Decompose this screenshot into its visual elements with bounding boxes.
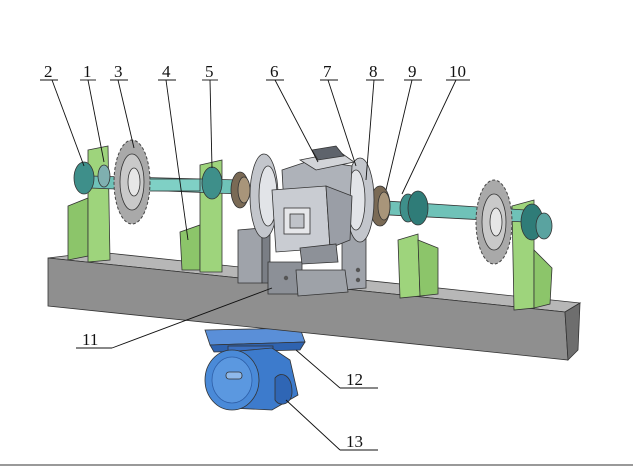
gearbox: [271, 145, 355, 265]
callout-13: 13: [346, 432, 363, 451]
gearbox-support-frame: [237, 227, 367, 297]
leader-lines: [40, 79, 470, 451]
callout-4: 4: [162, 62, 171, 81]
callout-11: 11: [82, 330, 98, 349]
drive-motor: [204, 327, 306, 411]
coupling-flanges: [249, 153, 375, 243]
sprocket-right: [475, 179, 513, 265]
callout-2: 2: [44, 62, 53, 81]
callout-8: 8: [369, 62, 378, 81]
callout-3: 3: [114, 62, 123, 81]
callout-12: 12: [346, 370, 363, 389]
bearing-housings: [73, 161, 553, 241]
callout-labels: 2 1 3 4 5 6 7 8 9 10 11 12 13: [44, 62, 466, 451]
callout-1: 1: [83, 62, 92, 81]
callout-9: 9: [408, 62, 417, 81]
callout-10: 10: [449, 62, 466, 81]
callout-7: 7: [323, 62, 332, 81]
callout-5: 5: [205, 62, 214, 81]
sprocket-left: [113, 139, 151, 225]
callout-6: 6: [270, 62, 279, 81]
base-beam: [47, 251, 582, 361]
